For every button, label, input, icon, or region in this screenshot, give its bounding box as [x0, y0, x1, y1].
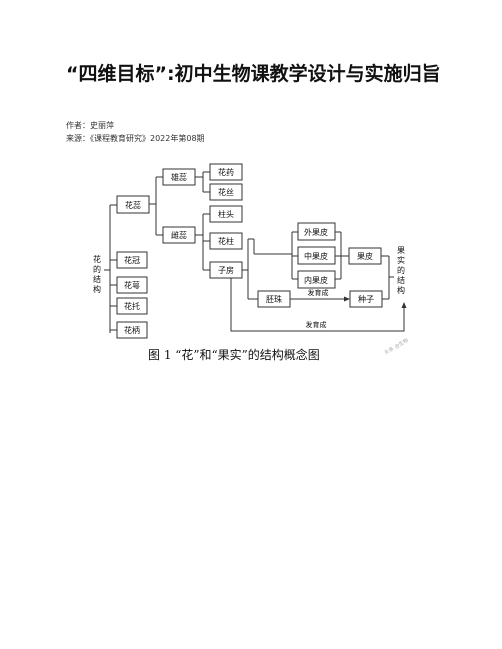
- node-huatuo: 花托: [116, 297, 148, 315]
- node-label: 子房: [218, 265, 234, 275]
- node-label: 花萼: [124, 280, 140, 290]
- figure-caption: 图 1 “花”和“果实”的结构概念图: [148, 348, 320, 362]
- right-label-guo: 果: [397, 246, 405, 255]
- edge-label-fayucheng-2: 发育成: [306, 320, 327, 329]
- zifang-bracket: [242, 238, 258, 300]
- arrowhead-fruit: [401, 302, 407, 308]
- right-label-gou: 构: [397, 285, 405, 295]
- huarui-bracket: [149, 176, 163, 236]
- node-box: [116, 321, 148, 339]
- source-line: 来源：《课程教育研究》2022年第08期: [66, 134, 205, 143]
- xiongrui-bracket: [195, 171, 210, 193]
- node-zifang: 子房: [209, 261, 243, 279]
- node-peizhu: 胚珠: [257, 290, 291, 308]
- node-cirui: 雌蕊: [162, 226, 196, 244]
- node-huabing: 花柄: [116, 321, 148, 339]
- arrowhead-zhongzi: [344, 296, 350, 302]
- zifang-to-fruit-arrow: [230, 278, 405, 332]
- node-box: [116, 297, 148, 315]
- node-label: 花药: [218, 167, 234, 177]
- left-label-gou: 构: [93, 284, 101, 294]
- node-label: 花柱: [218, 236, 234, 246]
- node-huazhu: 花柱: [209, 232, 243, 250]
- left-label-jie: 结: [93, 274, 101, 284]
- article-title: “四维目标”:初中生物课教学设计与实施归旨: [66, 63, 441, 85]
- node-label: 雌蕊: [171, 230, 187, 240]
- main-bracket: [104, 204, 117, 333]
- node-box: [209, 232, 243, 250]
- node-xiongrui: 雄蕊: [162, 168, 196, 186]
- node-huayao: 花药: [209, 163, 243, 181]
- right-label-de: 的: [397, 265, 405, 275]
- node-huae: 花萼: [116, 276, 148, 294]
- edge-label-fayucheng-1: 发育成: [308, 288, 329, 297]
- node-label: 内果皮: [304, 275, 328, 285]
- node-label: 果皮: [357, 251, 373, 261]
- node-label: 花托: [124, 301, 140, 311]
- node-label: 花蕊: [125, 200, 141, 210]
- node-label: 外果皮: [304, 227, 328, 237]
- peel-bracket: [253, 231, 298, 280]
- node-label: 花柄: [124, 325, 140, 335]
- node-label: 雄蕊: [171, 172, 187, 182]
- node-zhongzi: 种子: [349, 290, 383, 308]
- left-label-de: 的: [93, 264, 101, 274]
- node-box: [209, 163, 243, 181]
- cirui-bracket: [195, 213, 210, 271]
- node-zhongguopi: 中果皮: [297, 246, 336, 265]
- node-box: [209, 205, 243, 223]
- node-label: 花丝: [218, 187, 234, 197]
- node-neiguopi: 内果皮: [297, 270, 336, 289]
- node-zhutou: 柱头: [209, 205, 243, 223]
- node-label: 种子: [358, 294, 374, 304]
- node-label: 胚珠: [266, 294, 282, 304]
- node-huasi: 花丝: [209, 183, 243, 201]
- node-box: [209, 183, 243, 201]
- right-label-shi: 实: [397, 255, 405, 265]
- node-huarui: 花蕊: [116, 195, 150, 214]
- node-box: [116, 251, 148, 269]
- author-line: 作者：史丽萍: [66, 121, 114, 130]
- node-label: 花冠: [124, 255, 140, 265]
- node-huaguan: 花冠: [116, 251, 148, 269]
- node-guopi: 果皮: [348, 247, 382, 265]
- peel-merge: [335, 231, 349, 280]
- node-label: 柱头: [218, 209, 234, 219]
- right-label-jie: 结: [397, 275, 405, 285]
- node-waiguopi: 外果皮: [297, 222, 336, 241]
- fruit-merge: [381, 255, 394, 300]
- left-label-hua: 花: [93, 254, 101, 264]
- node-box: [116, 276, 148, 294]
- node-label: 中果皮: [304, 251, 328, 261]
